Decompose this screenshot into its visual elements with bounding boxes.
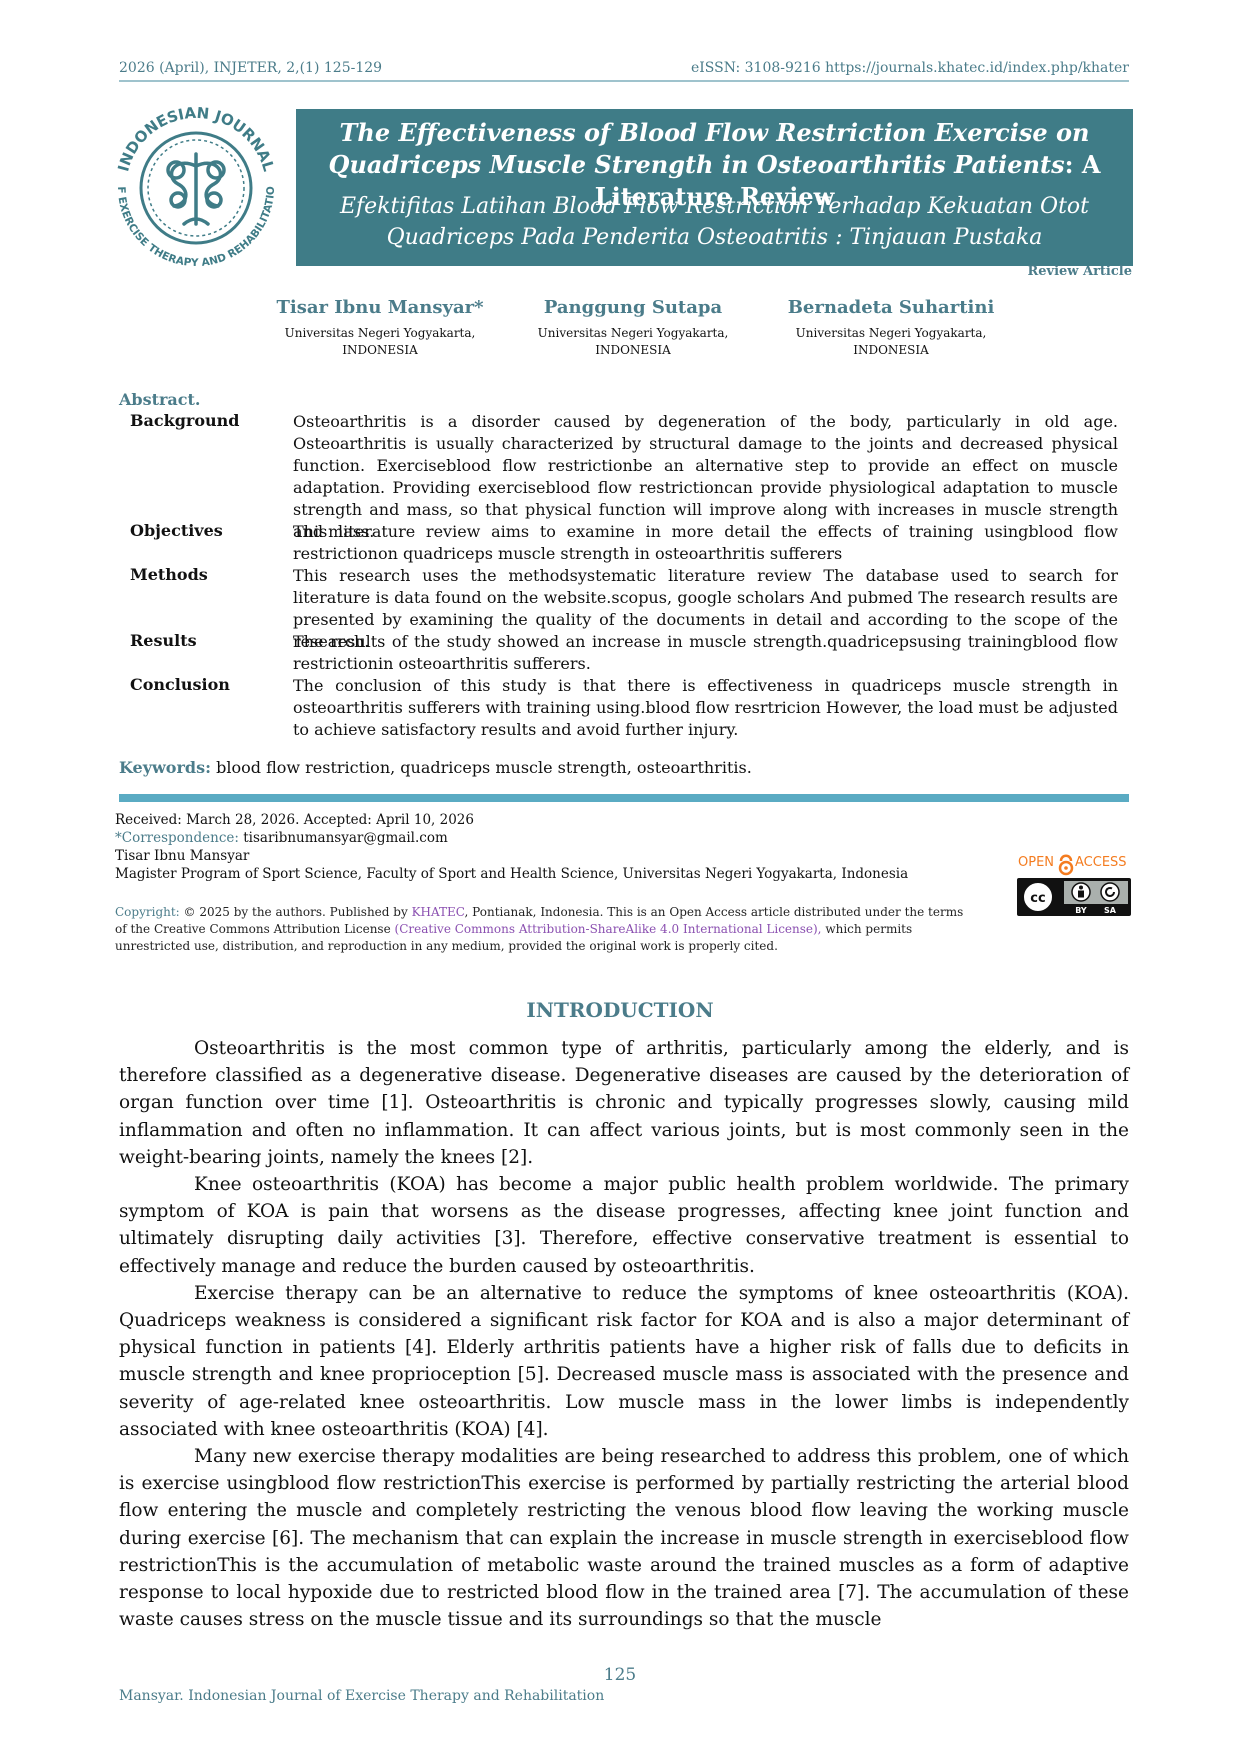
english-title: The Effectiveness of Blood Flow Restrict… (296, 117, 1133, 213)
license-link[interactable]: (Creative Commons Attribution-ShareAlike… (394, 922, 822, 936)
objectives-text: This literature review aims to examine i… (293, 522, 1118, 563)
intro-paragraph-2: Knee osteoarthritis (KOA) has become a m… (119, 1174, 1129, 1277)
received-dates: Received: March 28, 2026. Accepted: Apri… (115, 812, 474, 828)
conclusion-label: Conclusion (130, 675, 230, 694)
background-label: Background (130, 411, 240, 430)
logo-inner-ring (147, 139, 245, 237)
correspondence-email[interactable]: tisaribnumansyar@gmail.com (243, 830, 448, 846)
results-text: The results of the study showed an incre… (293, 632, 1118, 673)
section-separator (119, 794, 1129, 802)
correspondence-affiliation: Magister Program of Sport Science, Facul… (115, 866, 909, 882)
author-affiliation: Universitas Negeri Yogyakarta, (284, 326, 476, 340)
author-name: Tisar Ibnu Mansyar* (276, 297, 484, 318)
page-number: 125 (603, 1665, 637, 1685)
sa-label: SA (1104, 906, 1117, 915)
author-country: INDONESIA (595, 343, 671, 357)
logo-outer-ring (139, 131, 253, 245)
methods-label: Methods (130, 565, 208, 584)
english-title-italic: The Effectiveness of Blood Flow Restrict… (328, 118, 1090, 179)
open-lock-icon (1058, 854, 1074, 876)
author-1: Tisar Ibnu Mansyar* Universitas Negeri Y… (255, 297, 505, 359)
correspondence-label: *Correspondence: (115, 830, 239, 846)
author-name: Bernadeta Suhartini (787, 297, 995, 318)
publisher-link[interactable]: KHATEC (411, 905, 465, 919)
copyright-notice: Copyright: © 2025 by the authors. Publis… (115, 904, 975, 955)
introduction-body: Osteoarthritis is the most common type o… (119, 1035, 1129, 1633)
indonesian-title: Efektifitas Latihan Blood Flow Restricti… (339, 194, 1090, 250)
author-3: Bernadeta Suhartini Universitas Negeri Y… (766, 297, 1016, 359)
copyright-text-3: which permits unrestricted use, distribu… (115, 922, 913, 953)
author-affiliation: Universitas Negeri Yogyakarta, (537, 326, 729, 340)
copyright-label: Copyright: (115, 905, 180, 919)
copyright-text-2: , Pontianak, Indonesia. This is an Open … (115, 905, 964, 936)
running-header-right[interactable]: eISSN: 3108-9216 https://journals.khatec… (690, 60, 1129, 76)
correspondence: *Correspondence: tisaribnumansyar@gmail.… (115, 829, 448, 847)
results-label: Results (130, 631, 197, 650)
copyright-text-1: © 2025 by the authors. Published by (183, 905, 408, 919)
author-2: Panggung Sutapa Universitas Negeri Yogya… (508, 297, 758, 359)
cc-icon-label: cc (1030, 891, 1045, 906)
keywords: Keywords: blood flow restriction, quadri… (119, 758, 752, 777)
background-text: Osteoarthritis is a disorder caused by d… (293, 412, 1118, 541)
cc-icon (1022, 881, 1054, 913)
running-header-left: 2026 (April), INJETER, 2,(1) 125-129 (119, 60, 383, 76)
introduction-heading: INTRODUCTION (526, 998, 714, 1022)
article-type: Review Article (1027, 264, 1132, 279)
author-affiliation: Universitas Negeri Yogyakarta, (795, 326, 987, 340)
header-rule (119, 80, 1129, 82)
intro-paragraph-1: Osteoarthritis is the most common type o… (119, 1038, 1129, 1168)
journal-logo: INDONESIAN JOURNAL OF EXERCISE THERAPY A… (104, 96, 278, 269)
title-banner: The Effectiveness of Blood Flow Restrict… (296, 109, 1133, 266)
methods-text: This research uses the methodsystematic … (293, 566, 1118, 651)
by-label: BY (1075, 906, 1087, 915)
share-alike-icon (1100, 882, 1120, 902)
open-access-badge[interactable]: OPEN ACCESS cc BY SA (1016, 852, 1132, 918)
footer-citation: Mansyar. Indonesian Journal of Exercise … (119, 1688, 605, 1704)
keywords-label: Keywords: (119, 758, 212, 777)
author-country: INDONESIA (342, 343, 418, 357)
open-access-word-2: ACCESS (1075, 855, 1127, 870)
attribution-icon (1071, 882, 1091, 902)
keywords-text: blood flow restriction, quadriceps muscl… (216, 758, 752, 777)
author-country: INDONESIA (853, 343, 929, 357)
author-name: Panggung Sutapa (543, 297, 723, 318)
logo-tree-motif (166, 152, 226, 226)
intro-paragraph-4: Many new exercise therapy modalities are… (119, 1446, 1129, 1631)
objectives-label: Objectives (130, 521, 223, 540)
open-access-word-1: OPEN (1018, 855, 1054, 870)
correspondence-name: Tisar Ibnu Mansyar (115, 848, 250, 864)
abstract-heading: Abstract. (119, 390, 201, 409)
conclusion-text: The conclusion of this study is that the… (293, 676, 1118, 739)
english-title-suffix: : A Literature Review (594, 150, 1101, 211)
intro-paragraph-3: Exercise therapy can be an alternative t… (119, 1282, 1129, 1440)
